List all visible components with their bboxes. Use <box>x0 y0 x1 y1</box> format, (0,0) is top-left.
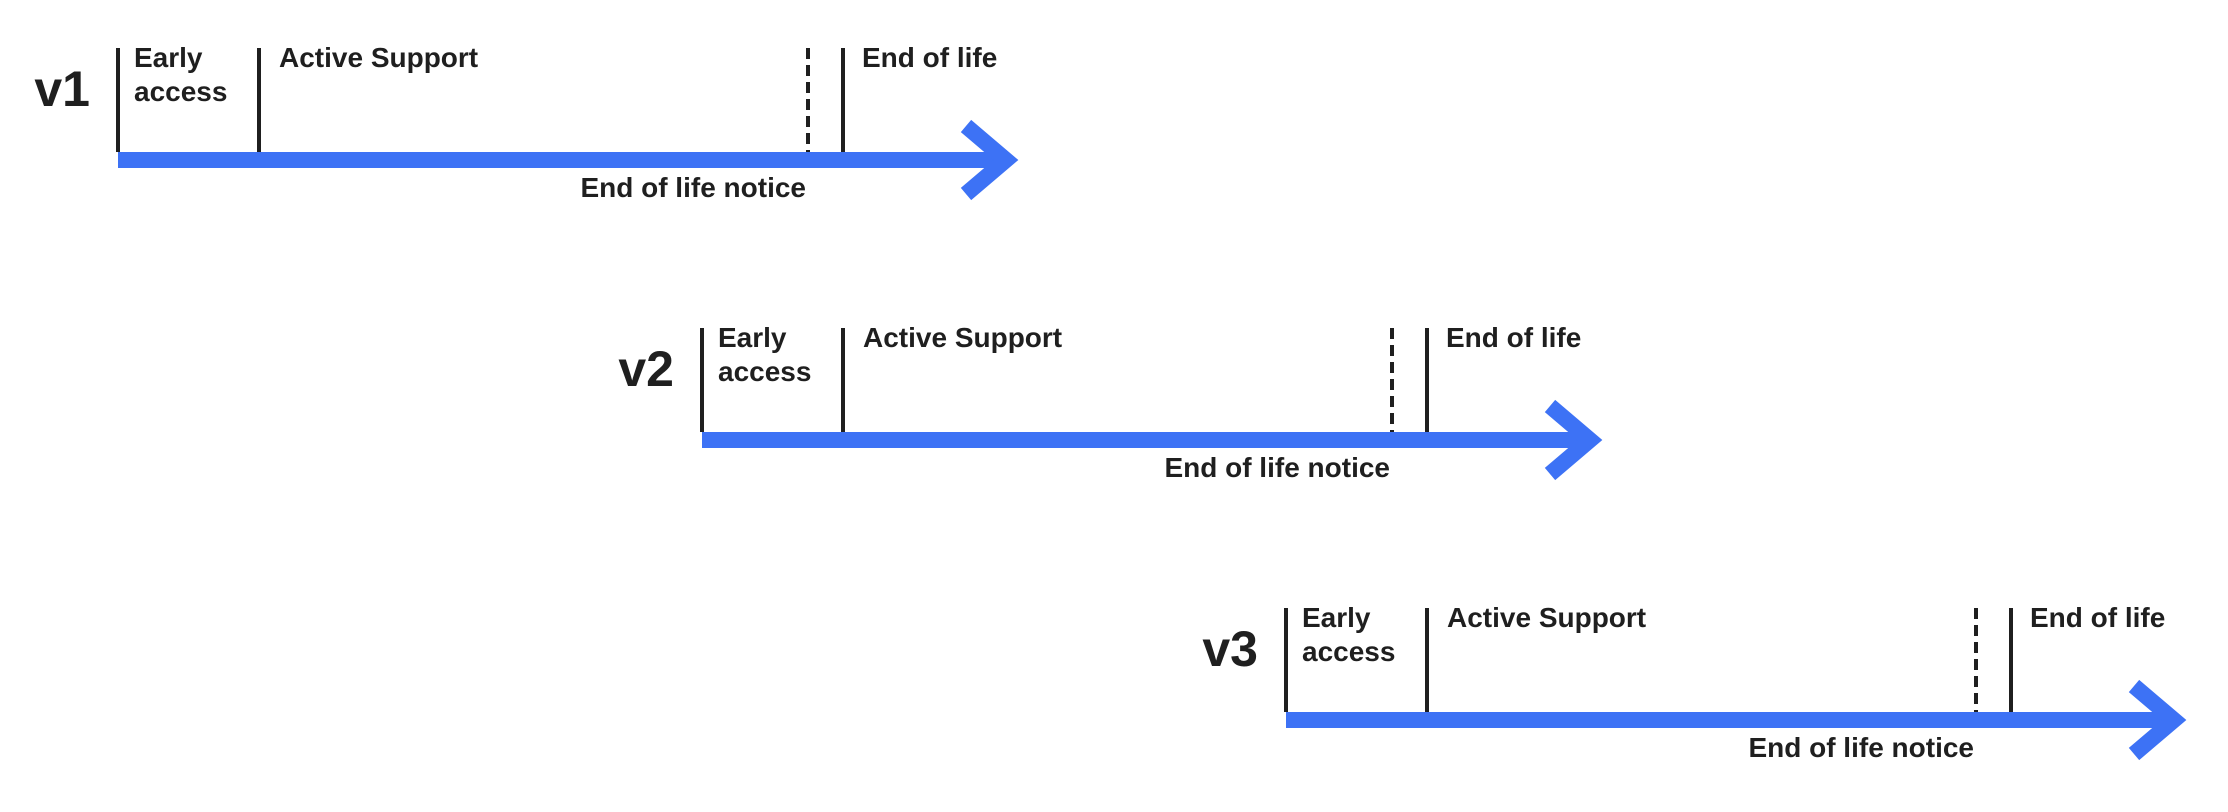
early-access-end-tick <box>257 48 261 152</box>
arrowhead-icon <box>2128 679 2187 761</box>
end-of-life-tick <box>841 48 845 152</box>
end-of-life-label: End of life <box>2030 602 2166 633</box>
early-access-end-tick <box>841 328 845 432</box>
end-of-life-notice-label: End of life notice <box>580 172 806 203</box>
eol-notice-dashed-line <box>1974 608 1978 712</box>
end-of-life-notice-label: End of life notice <box>1748 732 1974 763</box>
end-of-life-tick <box>1425 328 1429 432</box>
release-start-tick <box>116 48 120 152</box>
version-label: v1 <box>34 61 90 117</box>
end-of-life-label: End of life <box>862 42 998 73</box>
release-start-tick <box>700 328 704 432</box>
early-access-label: Early access <box>134 42 228 107</box>
active-support-label: Active Support <box>1447 602 1647 633</box>
version-label: v2 <box>618 341 674 397</box>
early-access-label: Early access <box>1302 602 1396 667</box>
active-support-label: Active Support <box>863 322 1063 353</box>
early-access-end-tick <box>1425 608 1429 712</box>
early-access-label: Early access <box>718 322 812 387</box>
end-of-life-label: End of life <box>1446 322 1582 353</box>
version-label: v3 <box>1202 621 1258 677</box>
timeline-arrow-shaft <box>702 432 1582 448</box>
active-support-label: Active Support <box>279 42 479 73</box>
eol-notice-dashed-line <box>806 48 810 152</box>
end-of-life-notice-label: End of life notice <box>1164 452 1390 483</box>
release-start-tick <box>1284 608 1288 712</box>
end-of-life-tick <box>2009 608 2013 712</box>
timeline-arrow-shaft <box>118 152 998 168</box>
eol-notice-dashed-line <box>1390 328 1394 432</box>
timeline-arrow-shaft <box>1286 712 2166 728</box>
arrowhead-icon <box>960 119 1019 201</box>
arrowhead-icon <box>1544 399 1603 481</box>
